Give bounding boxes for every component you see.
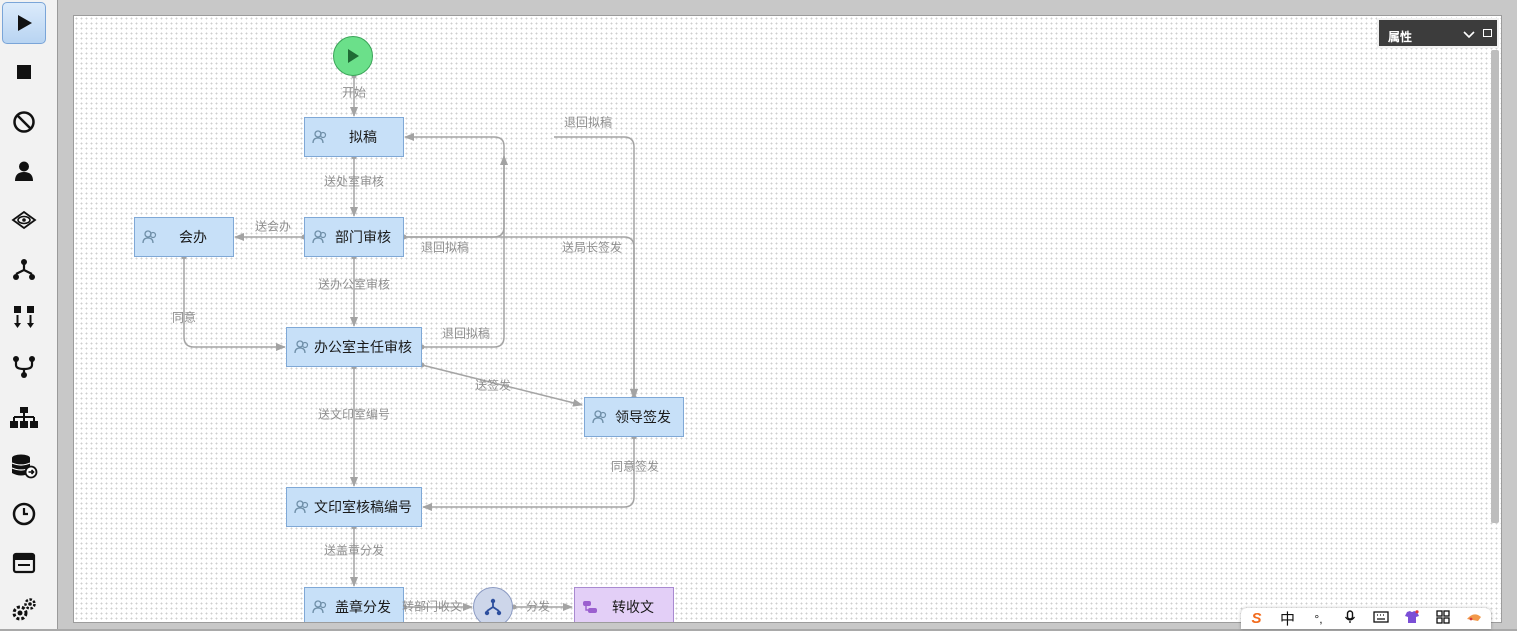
edge-label: 退回拟稿 [563,115,613,130]
edge-label: 送处室审核 [323,174,385,189]
view-tool[interactable] [2,199,46,241]
parallel-tool[interactable] [2,296,46,338]
subprocess-tool[interactable] [2,397,46,439]
window-icon [12,552,36,574]
task-label: 文印室核稿编号 [314,499,412,515]
microphone-icon[interactable] [1334,609,1365,628]
fork-icon [484,598,502,616]
task-office-director-review[interactable]: 办公室主任审核 [286,327,422,367]
edge-label: 分发 [525,599,551,614]
edge-label: 转部门收文 [401,599,463,614]
subprocess-transfer-receive[interactable]: 转收文 [574,587,674,622]
form-tool[interactable] [2,542,46,584]
org-tree-icon [10,407,38,428]
task-label: 办公室主任审核 [314,339,412,355]
clock-icon [12,502,36,526]
users-icon [294,340,309,354]
edge-layer [181,73,638,611]
edge-label: 送签发 [474,378,512,393]
no-entry-icon [13,111,35,133]
apps-grid-icon[interactable] [1427,609,1458,628]
task-print-number[interactable]: 文印室核稿编号 [286,487,422,527]
join-icon [13,356,35,378]
eye-diamond-icon [11,210,37,230]
ime-tools-icon[interactable] [1458,610,1489,627]
fork-gateway[interactable] [473,587,513,622]
skin-icon[interactable] [1396,609,1427,628]
square-stop-icon [17,65,31,79]
subprocess-icon [583,601,597,613]
vertical-scrollbar[interactable] [1491,50,1499,523]
edge-label: 送文印室编号 [317,407,391,422]
database-icon [11,454,38,479]
users-icon [592,410,607,424]
parallel-grid-icon [14,306,34,328]
user-task-tool[interactable] [2,150,46,192]
ime-logo-icon[interactable]: S [1251,610,1262,627]
person-icon [15,161,33,181]
terminate-tool[interactable] [2,101,46,143]
keyboard-icon[interactable] [1365,610,1396,627]
task-seal-distribute[interactable]: 盖章分发 [304,587,404,622]
task-draft[interactable]: 拟稿 [304,117,404,157]
edge-leader-to-print [422,437,635,511]
edge-label: 送局长签发 [561,240,623,255]
properties-title: 属性 [1388,30,1413,44]
edge-draft-return-top [554,136,638,399]
ime-chinese-mode[interactable]: 中 [1279,611,1295,628]
edge-label: 同意签发 [610,459,660,474]
users-icon [312,600,327,614]
ime-toolbar[interactable]: S 中 °, [1241,608,1491,629]
users-icon [294,500,309,514]
database-tool[interactable] [2,445,46,487]
timer-tool[interactable] [2,493,46,535]
end-tool[interactable] [2,51,46,93]
start-label: 开始 [341,85,367,100]
select-tool[interactable] [2,2,46,44]
edge-label: 同意 [171,310,197,325]
maximize-icon[interactable] [1483,29,1492,37]
task-countersign[interactable]: 会办 [134,217,234,257]
play-triangle-icon [348,49,359,63]
task-label: 拟稿 [349,129,377,145]
task-label: 转收文 [612,599,654,615]
task-label: 领导签发 [615,409,671,425]
task-leader-sign[interactable]: 领导签发 [584,397,684,437]
task-label: 会办 [179,229,207,245]
edge-countersign-to-director [183,257,286,351]
ime-punctuation-icon[interactable]: °, [1314,611,1323,626]
fork-tool[interactable] [2,249,46,291]
play-arrow-icon [18,15,32,31]
fork-icon [13,259,35,280]
edge-label: 送会办 [254,219,292,234]
task-dept-review[interactable]: 部门审核 [304,217,404,257]
tool-palette [0,0,58,629]
properties-panel[interactable]: 属性 [1377,18,1499,48]
chevron-down-icon[interactable] [1463,24,1475,44]
users-icon [142,230,157,244]
task-label: 部门审核 [335,229,391,245]
workflow-canvas[interactable]: 开始 拟稿 部门审核 会办 办公室主任审核 领导签发 文印室核稿编号 盖章分发 … [73,15,1502,623]
join-tool[interactable] [2,346,46,388]
users-icon [312,130,327,144]
start-node[interactable] [333,36,373,76]
edge-dept-return-draft [404,133,505,238]
edge-label: 退回拟稿 [420,240,470,255]
edge-label: 退回拟稿 [441,326,491,341]
edge-dept-to-leader [404,236,638,399]
settings-tool[interactable] [2,589,46,631]
edge-label: 送办公室审核 [317,277,391,292]
task-label: 盖章分发 [335,599,391,615]
users-icon [312,230,327,244]
edge-label: 送盖章分发 [323,543,385,558]
gears-icon [12,598,36,621]
